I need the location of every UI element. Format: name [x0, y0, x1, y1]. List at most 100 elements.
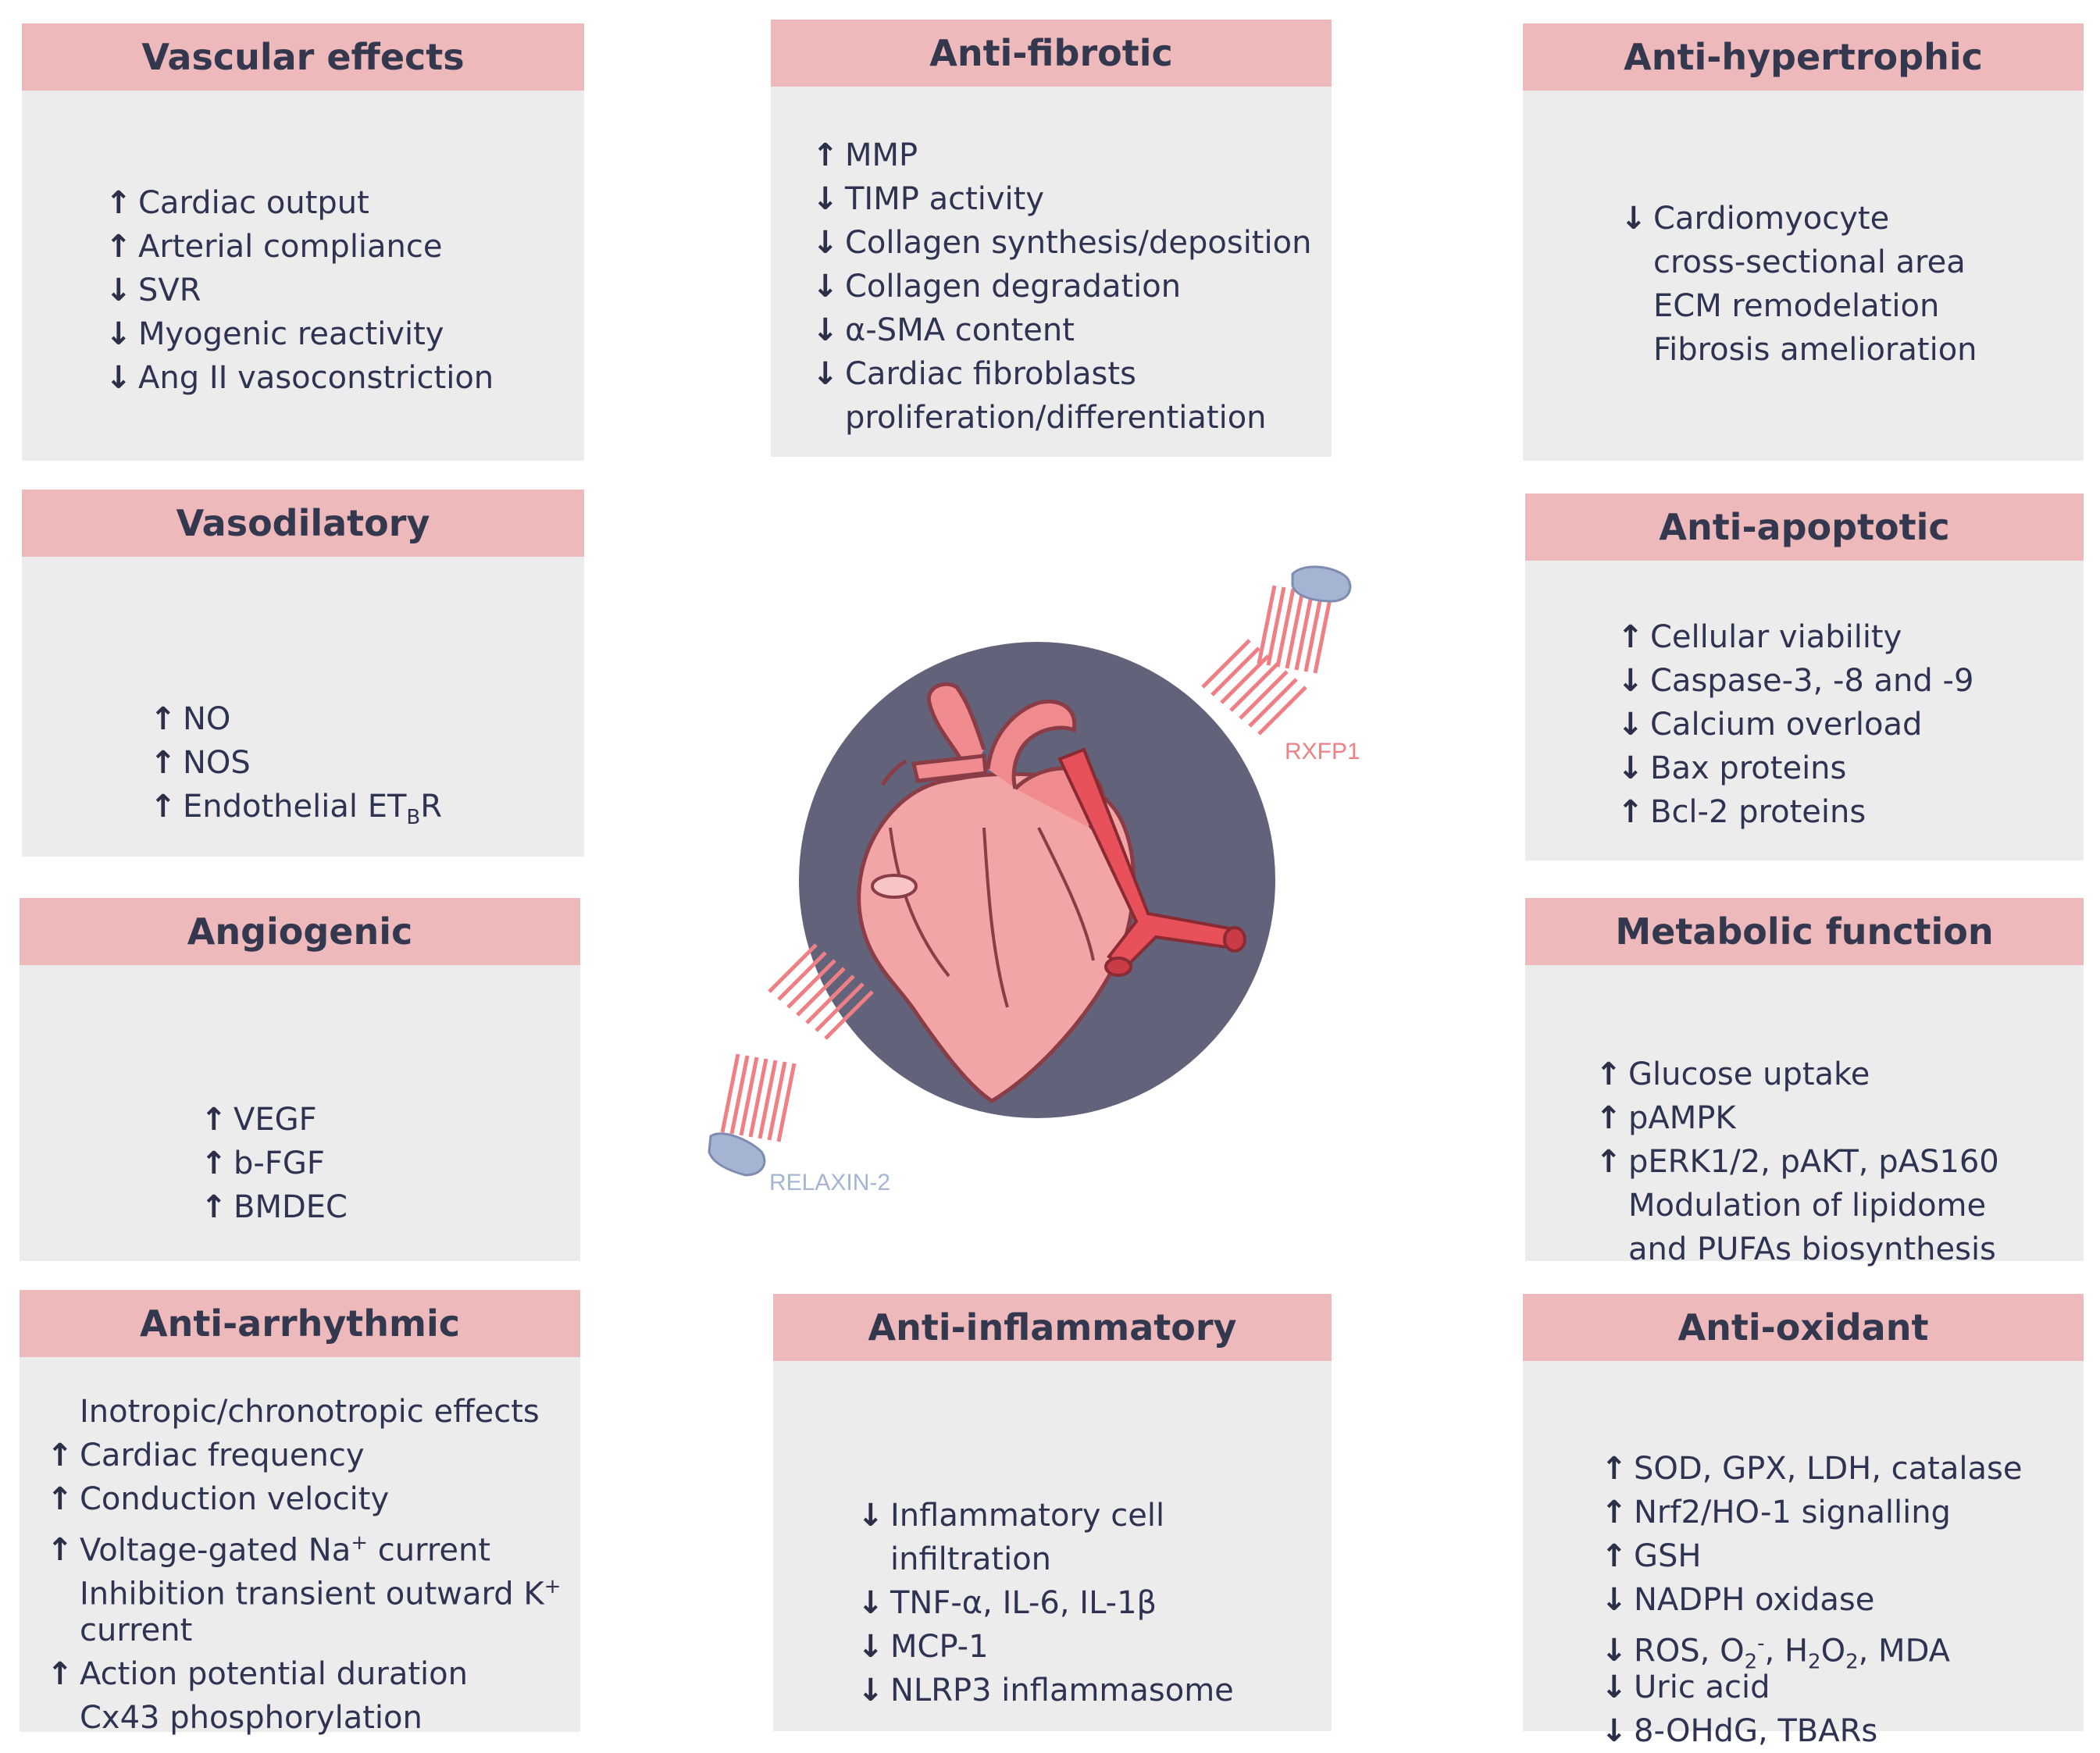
item-text: NADPH oxidase	[1634, 1582, 1875, 1618]
list-item: proliferation/differentiation	[812, 396, 1267, 440]
item-text: Ang II vasoconstriction	[138, 360, 494, 396]
list-item: ↓TIMP activity	[812, 177, 1044, 221]
item-text: ECM remodelation	[1653, 288, 1940, 324]
arrow-up-icon: ↑	[150, 789, 176, 825]
arrow-down-icon: ↓	[1620, 201, 1647, 237]
list-item: ↑GSH	[1601, 1534, 1701, 1578]
arrow-up-icon: ↑	[812, 137, 839, 173]
list-item: Cx43 phosphorylation	[47, 1696, 422, 1740]
arrow-up-icon: ↑	[1601, 1451, 1628, 1487]
item-text: Cardiac frequency	[80, 1438, 365, 1473]
anti-fibrotic-list: ↑MMP↓TIMP activity↓Collagen synthesis/de…	[771, 87, 1332, 457]
anti-hypertrophic-title: Anti-hypertrophic	[1523, 23, 2084, 91]
list-item: and PUFAs biosynthesis	[1596, 1227, 1996, 1271]
item-sub2: 2	[1808, 1650, 1821, 1674]
item-text: Cardiomyocyte	[1653, 201, 1890, 237]
arrow-down-icon: ↓	[812, 225, 839, 261]
list-item: ↑Endothelial ETBR	[150, 785, 442, 839]
item-text: Inflammatory cell	[890, 1498, 1165, 1534]
item-sup2: -	[1757, 1632, 1765, 1655]
item-text: and PUFAs biosynthesis	[1628, 1231, 1996, 1267]
vasodilatory-list: ↑NO↑NOS↑Endothelial ETBR	[22, 557, 584, 857]
vasodilatory-title: Vasodilatory	[22, 490, 584, 557]
list-item: current	[47, 1609, 192, 1652]
item-text: Glucose uptake	[1628, 1056, 1870, 1092]
item-after3: , MDA	[1858, 1633, 1951, 1669]
arrow-up-icon: ↑	[1596, 1056, 1622, 1092]
item-text: ROS, O	[1634, 1633, 1745, 1669]
item-text: Inhibition transient outward K	[80, 1576, 544, 1612]
list-item: ↑NO	[150, 697, 230, 741]
list-item: ↑Voltage-gated Na+ current	[47, 1521, 490, 1572]
arrow-down-icon: ↓	[105, 273, 132, 308]
item-after: current	[368, 1532, 491, 1569]
arrow-up-icon: ↑	[47, 1438, 73, 1473]
list-item: ↓ROS, O2-, H2O2, MDA	[1601, 1622, 1950, 1684]
anti-apoptotic-card: Anti-apoptotic↑Cellular viability↓Caspas…	[1525, 493, 2084, 860]
relaxin-ligand-top-icon	[1291, 565, 1352, 603]
rxfp1-label: RXFP1	[1285, 739, 1360, 764]
list-item: ↓Cardiac fibroblasts	[812, 352, 1136, 396]
arrow-up-icon: ↑	[201, 1102, 227, 1138]
list-item: ↑pAMPK	[1596, 1096, 1736, 1140]
item-text: NO	[183, 701, 231, 737]
arrow-up-icon: ↑	[105, 229, 132, 265]
list-item: ↑Arterial compliance	[105, 225, 443, 269]
angiogenic-card: Angiogenic↑VEGF↑b-FGF↑BMDEC	[20, 898, 580, 1261]
item-text: Action potential duration	[80, 1656, 468, 1692]
item-text: α-SMA content	[845, 312, 1075, 348]
arrow-down-icon: ↓	[1601, 1669, 1628, 1705]
list-item: ↓Collagen degradation	[812, 265, 1181, 308]
list-item: ↑BMDEC	[201, 1185, 348, 1229]
list-item: ↓TNF-α, IL-6, IL-1β	[857, 1581, 1157, 1625]
list-item: ↑Cardiac frequency	[47, 1434, 365, 1477]
item-text: Collagen degradation	[845, 269, 1182, 305]
rxfp1-receptor-icon	[1201, 585, 1333, 736]
item-text: GSH	[1634, 1538, 1702, 1574]
list-item: ↓α-SMA content	[812, 308, 1075, 352]
arrow-down-icon: ↓	[857, 1498, 884, 1534]
item-text: Collagen synthesis/deposition	[845, 225, 1312, 261]
item-text: Nrf2/HO-1 signalling	[1634, 1495, 1951, 1530]
list-item: ↑Bcl-2 proteins	[1617, 790, 1866, 834]
anti-oxidant-card: Anti-oxidant↑SOD, GPX, LDH, catalase↑Nrf…	[1523, 1294, 2084, 1749]
blood-vessel-icon	[1057, 747, 1246, 977]
item-text: Arterial compliance	[138, 229, 443, 265]
metabolic-function-card: Metabolic function↑Glucose uptake↑pAMPK↑…	[1525, 898, 2084, 1267]
item-text: pAMPK	[1628, 1100, 1736, 1136]
angiogenic-list: ↑VEGF↑b-FGF↑BMDEC	[20, 965, 580, 1261]
item-text: Caspase-3, -8 and -9	[1650, 663, 1974, 699]
list-item: ↓MCP-1	[857, 1625, 989, 1669]
list-item: ↓8-OHdG, TBARs	[1601, 1709, 1877, 1753]
anti-inflammatory-title: Anti-inflammatory	[773, 1294, 1332, 1361]
list-item: Inhibition transient outward K+	[47, 1565, 561, 1616]
item-text: TNF-α, IL-6, IL-1β	[890, 1585, 1157, 1621]
item-sup: +	[351, 1531, 369, 1555]
arrow-down-icon: ↓	[857, 1629, 884, 1665]
list-item: ↓Inflammatory cell	[857, 1494, 1164, 1537]
arrow-up-icon: ↑	[1596, 1144, 1622, 1180]
relaxin-ligand-bottom-icon	[708, 1132, 766, 1177]
arrow-down-icon: ↓	[857, 1585, 884, 1621]
arrow-up-icon: ↑	[1617, 619, 1644, 655]
item-text: Myogenic reactivity	[138, 316, 444, 352]
list-item: ↓SVR	[105, 269, 201, 312]
item-text: Bax proteins	[1650, 750, 1847, 786]
list-item: ↑VEGF	[201, 1098, 317, 1142]
item-text: Endothelial ET	[183, 789, 407, 825]
list-item: ↓Cardiomyocyte	[1620, 197, 1889, 241]
anti-fibrotic-card: Anti-fibrotic↑MMP↓TIMP activity↓Collagen…	[771, 20, 1332, 457]
item-text: Modulation of lipidome	[1628, 1188, 1987, 1224]
item-text: cross-sectional area	[1653, 244, 1966, 280]
item-text: NLRP3 inflammasome	[890, 1673, 1234, 1708]
vasodilatory-card: Vasodilatory↑NO↑NOS↑Endothelial ETBR	[22, 490, 584, 857]
arrow-down-icon: ↓	[812, 181, 839, 217]
arrow-up-icon: ↑	[150, 745, 176, 781]
item-text: pERK1/2, pAKT, pAS160	[1628, 1144, 1999, 1180]
metabolic-function-title: Metabolic function	[1525, 898, 2084, 965]
list-item: ↓NADPH oxidase	[1601, 1578, 1874, 1622]
list-item: ↓NLRP3 inflammasome	[857, 1669, 1234, 1712]
arrow-down-icon: ↓	[1601, 1633, 1628, 1669]
item-text: Conduction velocity	[80, 1481, 390, 1517]
arrow-up-icon: ↑	[1617, 794, 1644, 830]
